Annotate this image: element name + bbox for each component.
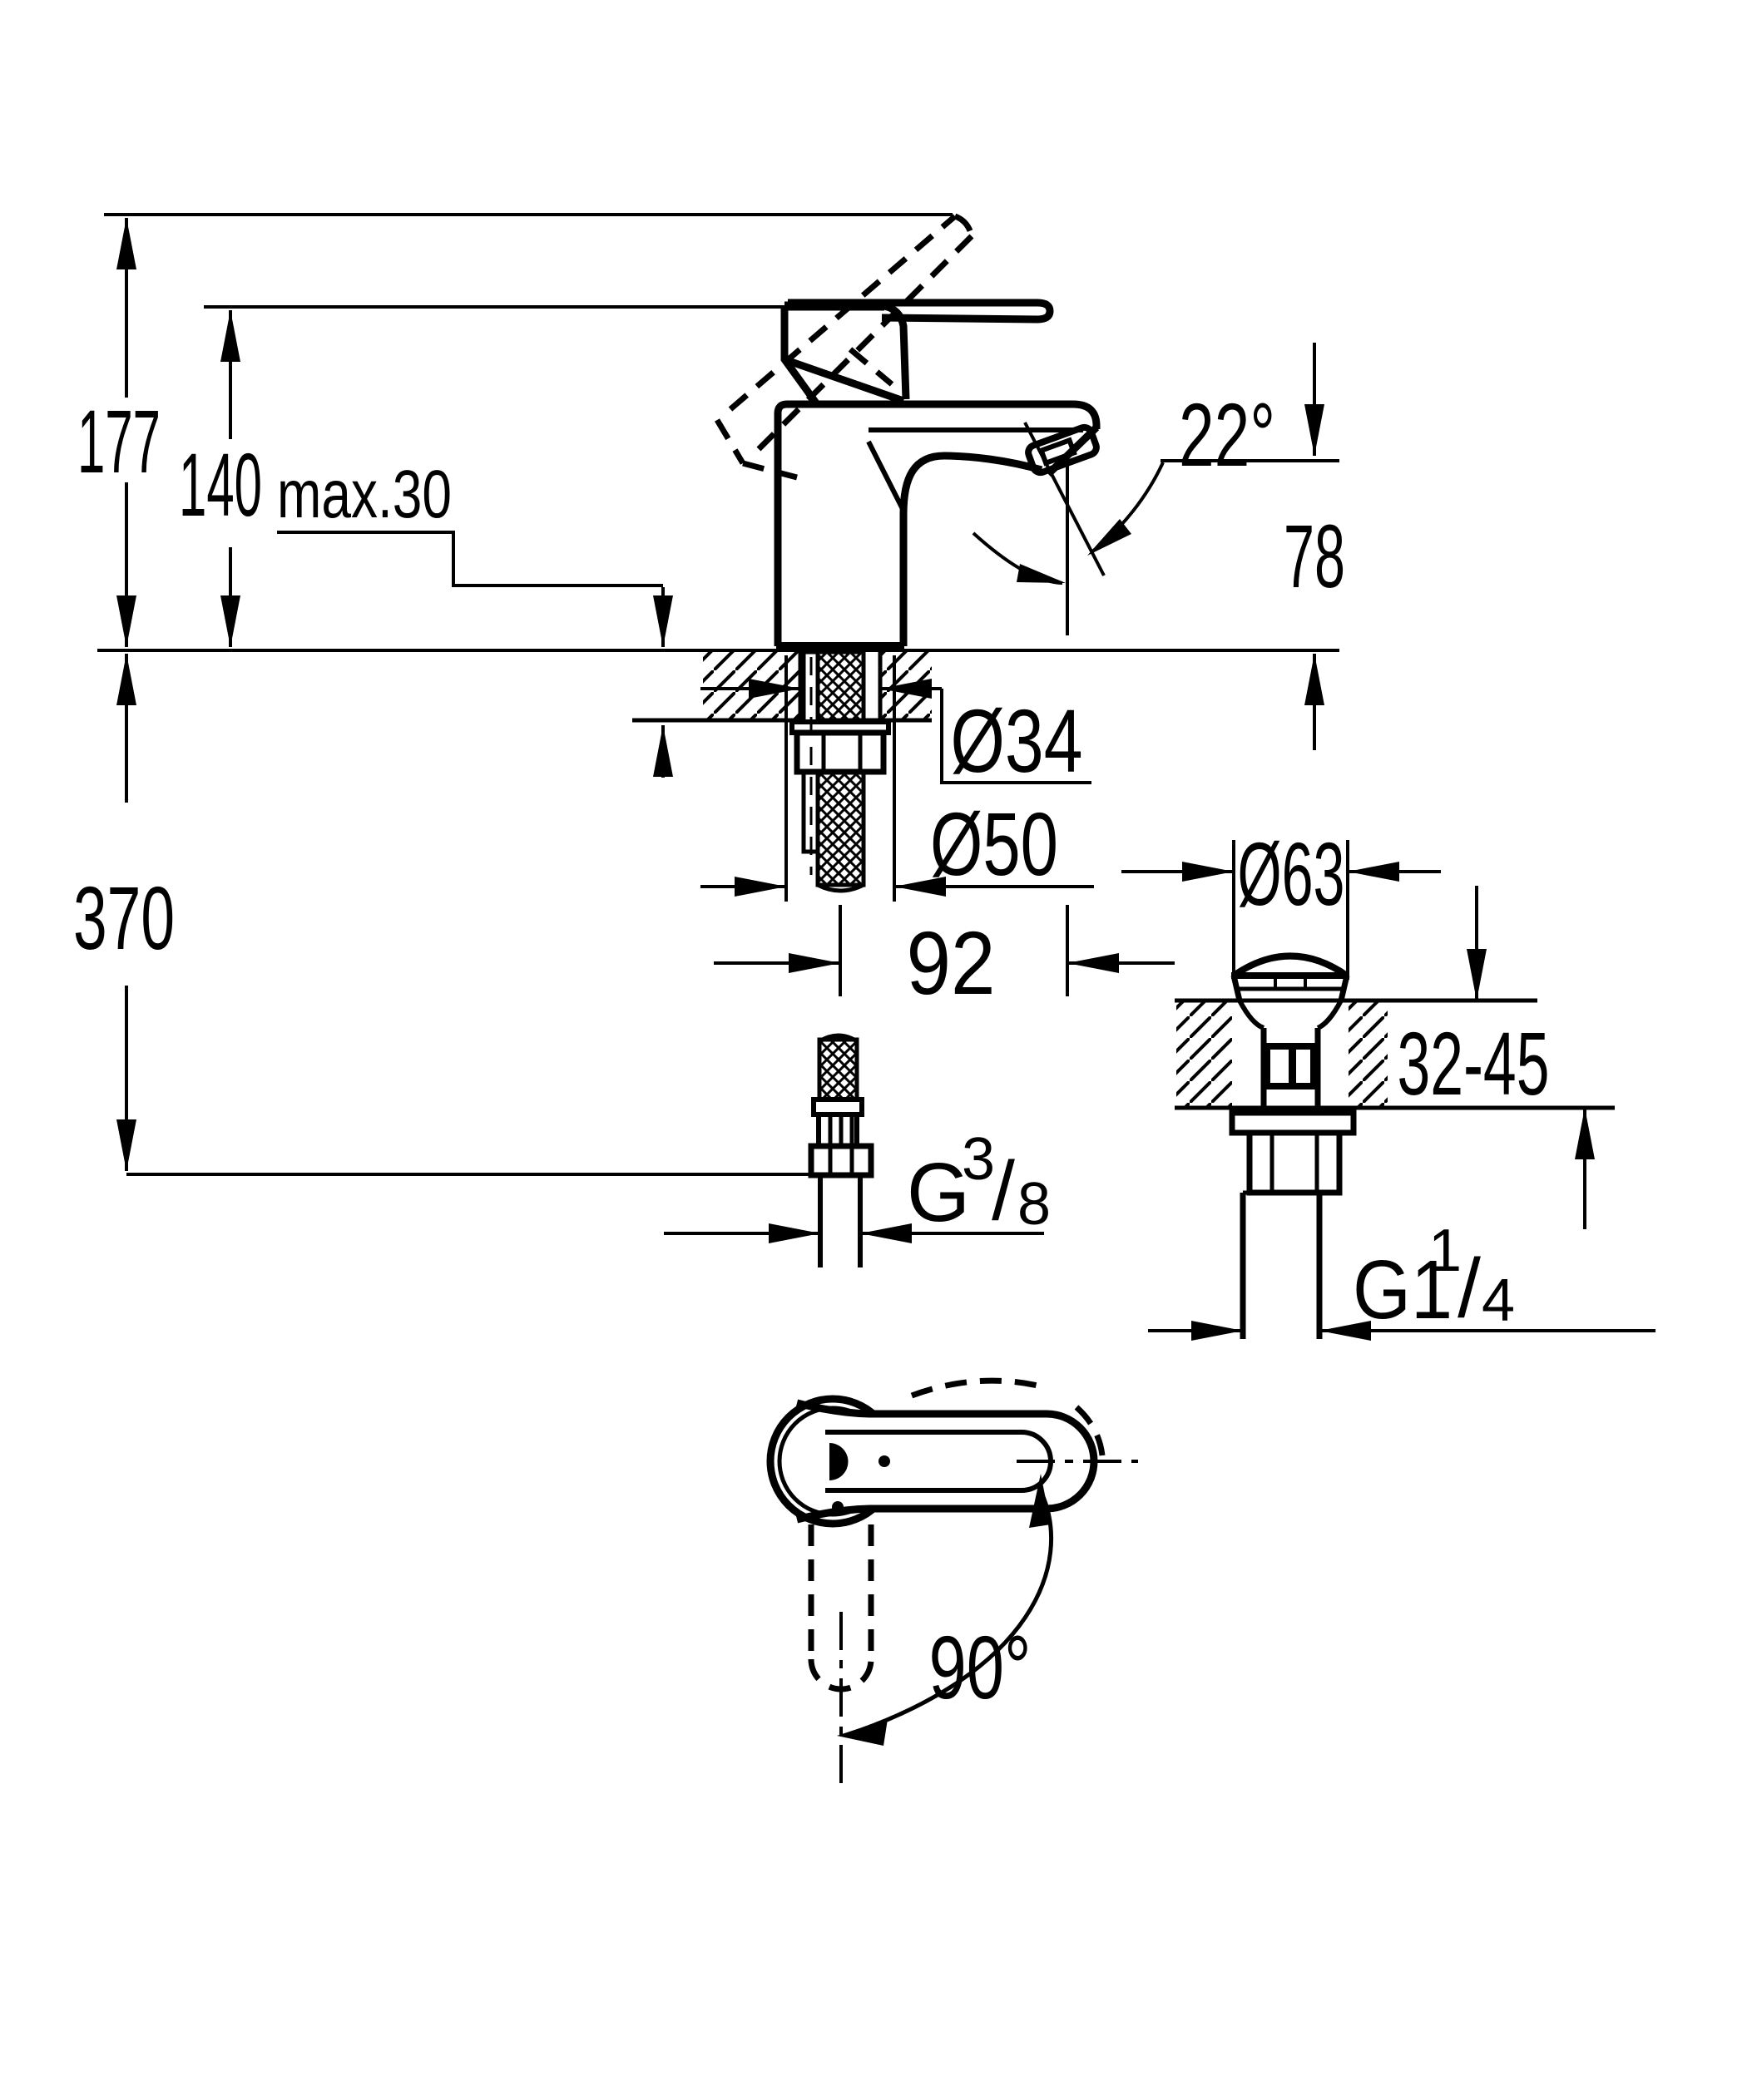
waste-window-2	[1296, 1050, 1310, 1083]
raised-body-edge-2	[742, 460, 798, 481]
plan-dashed-rotated-2	[1074, 1405, 1106, 1456]
plan-cartridge-stem	[829, 1443, 849, 1480]
hose-upper-end	[816, 882, 865, 893]
label-g114-slash: /	[1458, 1242, 1481, 1335]
body-outline	[774, 400, 1101, 646]
counter-hatch-right	[880, 652, 932, 720]
raised-lever-edge-2	[756, 234, 974, 452]
label-g38-sup: 3	[962, 1126, 995, 1193]
label-g38-g: G	[907, 1146, 970, 1239]
max30-leader	[277, 531, 663, 587]
label-g114-g1: G1	[1353, 1243, 1453, 1337]
waste-counter-hatch-left	[1176, 1002, 1232, 1106]
waste-flange	[1229, 1109, 1357, 1136]
label-g38-sub: 8	[1017, 1171, 1051, 1238]
cartridge-right	[883, 302, 910, 400]
angle-leader-arc	[1090, 462, 1165, 554]
dimension-lines	[116, 218, 1324, 1243]
swivel-arrow-up	[1029, 1474, 1051, 1528]
popup-waste-assembly	[1121, 840, 1655, 1341]
label-d50: Ø50	[930, 793, 1058, 894]
label-370: 370	[73, 867, 175, 968]
label-g38-slash: /	[992, 1144, 1015, 1238]
waste-neck-right	[1316, 999, 1344, 1030]
label-90deg: 90°	[929, 1617, 1032, 1717]
waste-cap-dome	[1231, 952, 1349, 979]
plan-dashed-rotated-1	[910, 1377, 1042, 1399]
label-max30: max.30	[277, 457, 452, 532]
supply-hose-assembly	[789, 650, 891, 1267]
raised-lever-edge-1	[728, 214, 958, 412]
angle-leader-arrowhead	[1087, 519, 1131, 556]
waste-counter-hatch-right	[1349, 1002, 1388, 1106]
plan-centerlines	[839, 1460, 1138, 1790]
handle-side-view	[714, 213, 1054, 481]
faucet-side-view	[774, 400, 1101, 650]
handle-plan-view	[766, 1377, 1138, 1790]
label-22deg: 22°	[1179, 384, 1275, 485]
d34-leader	[940, 689, 1091, 784]
angle-arc-arrowhead	[1017, 564, 1066, 583]
counter-section-left	[632, 652, 932, 723]
label-g114-sub: 4	[1482, 1267, 1515, 1334]
waste-window-1	[1270, 1050, 1289, 1083]
waste-hex-nut	[1246, 1129, 1343, 1196]
raised-lever-tip	[953, 213, 975, 237]
spout-underside	[899, 452, 1043, 646]
waste-dimensions	[1121, 840, 1655, 1341]
cartridge-diagonal	[787, 357, 905, 405]
reference-lines	[97, 213, 1339, 1176]
label-92: 92	[907, 912, 996, 1013]
labels: 177 140 max.30 22° 78 Ø34 Ø50 370 92 Ø63…	[73, 384, 1550, 1717]
label-177: 177	[77, 391, 161, 492]
flow-direction-line	[1023, 422, 1106, 576]
hose-lower-top	[818, 1033, 859, 1044]
braided-hose-lower	[817, 1037, 859, 1102]
plan-detail-dot	[832, 1501, 844, 1513]
raised-body-edge-1	[714, 418, 746, 465]
label-g38: G 3 / 8	[907, 1126, 1051, 1239]
body-inner-diagonal	[866, 440, 906, 512]
spout-angle-construction	[972, 422, 1165, 635]
label-32-45: 32-45	[1398, 1013, 1550, 1114]
swivel-arrow-left	[837, 1719, 888, 1746]
lever-bar	[788, 299, 1054, 324]
hose-union-nut	[808, 1143, 874, 1178]
plan-lever-fill	[833, 1414, 1094, 1509]
label-140: 140	[179, 434, 262, 535]
label-78: 78	[1284, 506, 1345, 606]
aerator-outer	[1025, 423, 1100, 477]
label-d63: Ø63	[1238, 823, 1345, 924]
waste-cap-side-right	[1338, 975, 1350, 1001]
label-g114: G1 1 / 4	[1353, 1218, 1515, 1337]
raised-body-edge-3	[848, 347, 894, 387]
waste-neck-left	[1237, 999, 1265, 1030]
lever-raised-dashed	[714, 213, 975, 481]
label-d34: Ø34	[951, 690, 1083, 791]
plan-set-screw	[878, 1455, 890, 1467]
label-g114-sup: 1	[1428, 1218, 1462, 1284]
